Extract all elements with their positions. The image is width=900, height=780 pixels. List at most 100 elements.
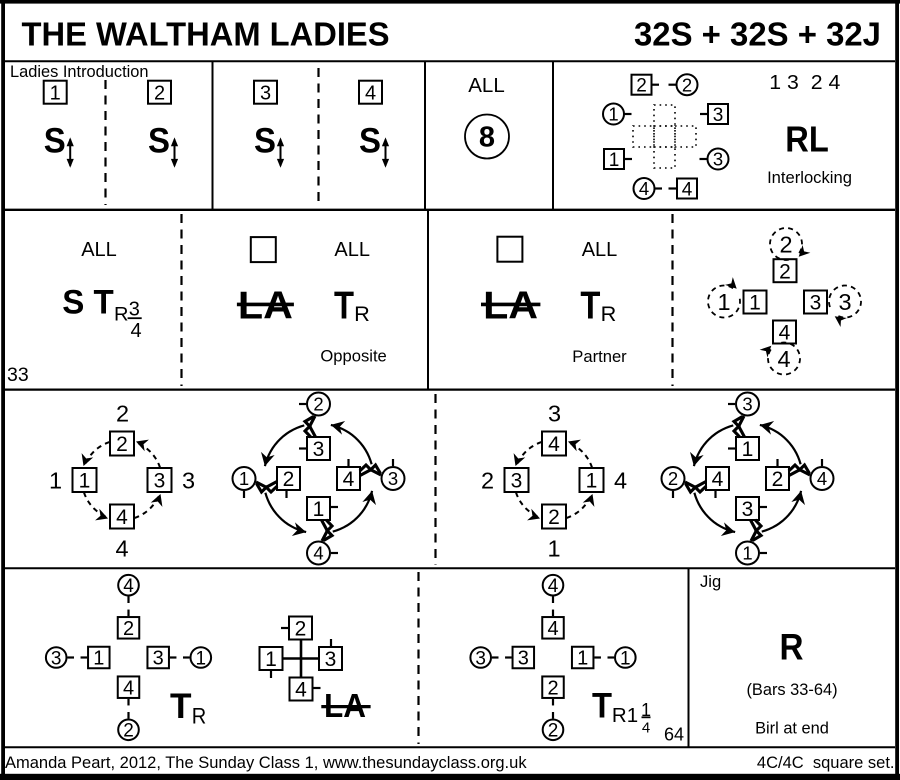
svg-text:4: 4: [548, 433, 560, 456]
svg-text:4: 4: [123, 677, 134, 699]
svg-text:64: 64: [664, 725, 684, 745]
svg-text:4: 4: [115, 536, 128, 562]
svg-text:4: 4: [343, 468, 355, 491]
svg-text:ALL: ALL: [582, 239, 618, 261]
svg-text:2: 2: [682, 74, 692, 95]
svg-text:3: 3: [153, 648, 164, 670]
svg-text:1: 1: [586, 470, 598, 493]
svg-text:3: 3: [313, 438, 325, 461]
svg-text:4: 4: [123, 576, 134, 597]
svg-text:4: 4: [365, 82, 376, 104]
svg-text:2: 2: [123, 721, 134, 742]
svg-text:3: 3: [325, 648, 337, 671]
svg-text:3: 3: [713, 149, 723, 170]
svg-text:1: 1: [742, 543, 752, 564]
svg-text:R: R: [780, 627, 804, 668]
svg-text:2: 2: [116, 433, 128, 456]
svg-text:3: 3: [182, 468, 195, 494]
svg-text:R1: R1: [612, 704, 638, 727]
svg-text:1: 1: [641, 700, 651, 720]
svg-text:2: 2: [779, 232, 792, 258]
svg-text:3: 3: [548, 401, 561, 427]
svg-text:4: 4: [313, 543, 323, 564]
svg-text:3: 3: [742, 394, 752, 415]
svg-text:3: 3: [388, 468, 398, 489]
svg-text:1 3 2 4: 1 3 2 4: [769, 71, 840, 94]
svg-text:3: 3: [51, 648, 62, 669]
svg-text:2: 2: [548, 506, 560, 529]
svg-text:Partner: Partner: [572, 347, 627, 366]
svg-text:R: R: [354, 302, 370, 326]
svg-text:1: 1: [49, 468, 62, 494]
svg-text:4: 4: [817, 468, 827, 489]
svg-text:3: 3: [838, 289, 851, 315]
svg-text:2: 2: [668, 468, 678, 489]
svg-text:3: 3: [810, 292, 822, 315]
svg-text:4C/4C square set.: 4C/4C square set.: [757, 754, 895, 772]
svg-text:2: 2: [154, 82, 165, 104]
svg-text:2: 2: [295, 618, 307, 641]
svg-text:4: 4: [295, 679, 307, 702]
svg-text:3: 3: [742, 498, 754, 521]
svg-text:2: 2: [772, 468, 784, 491]
svg-text:4: 4: [777, 346, 790, 372]
svg-text:Amanda Peart, 2012, The Sunday: Amanda Peart, 2012, The Sunday Class 1, …: [5, 754, 527, 772]
svg-text:R: R: [601, 302, 617, 326]
svg-text:4: 4: [779, 322, 791, 345]
svg-text:1: 1: [547, 536, 560, 562]
svg-text:Interlocking: Interlocking: [767, 168, 852, 187]
svg-text:2: 2: [481, 468, 494, 494]
svg-text:4: 4: [548, 576, 559, 597]
svg-text:Opposite: Opposite: [320, 346, 386, 365]
svg-text:3: 3: [518, 648, 529, 670]
svg-text:2: 2: [547, 677, 558, 699]
svg-text:1: 1: [265, 648, 277, 671]
svg-text:T: T: [580, 284, 600, 327]
svg-text:4: 4: [547, 618, 558, 640]
svg-text:8: 8: [479, 122, 495, 154]
svg-text:4: 4: [614, 468, 627, 494]
svg-text:THE WALTHAM LADIES: THE WALTHAM LADIES: [22, 16, 390, 53]
svg-text:1: 1: [313, 498, 325, 521]
svg-text:4: 4: [639, 178, 649, 199]
svg-text:3: 3: [511, 470, 523, 493]
svg-text:1: 1: [609, 150, 620, 171]
svg-text:ALL: ALL: [81, 239, 117, 261]
svg-text:4: 4: [130, 320, 141, 342]
svg-text:S: S: [44, 121, 66, 160]
svg-text:Ladies Introduction: Ladies Introduction: [10, 63, 149, 81]
svg-text:4: 4: [682, 179, 693, 200]
svg-text:1: 1: [577, 648, 588, 670]
svg-text:2: 2: [123, 618, 134, 640]
svg-text:1: 1: [620, 648, 631, 669]
svg-text:T: T: [592, 687, 612, 726]
svg-text:4: 4: [116, 506, 128, 529]
svg-text:3: 3: [260, 82, 271, 104]
svg-text:R: R: [192, 704, 207, 729]
svg-text:Jig: Jig: [700, 572, 721, 591]
svg-text:2: 2: [548, 721, 559, 742]
svg-text:2: 2: [636, 76, 647, 97]
svg-text:32S + 32S + 32J: 32S + 32S + 32J: [634, 16, 881, 53]
svg-text:R: R: [114, 304, 129, 325]
svg-text:3: 3: [713, 105, 724, 126]
svg-text:T: T: [334, 284, 354, 327]
svg-text:1: 1: [239, 468, 249, 489]
svg-text:2: 2: [313, 394, 323, 415]
svg-text:1: 1: [608, 104, 618, 125]
svg-text:4: 4: [642, 720, 650, 737]
svg-text:1: 1: [717, 289, 730, 315]
svg-text:1: 1: [749, 292, 761, 315]
svg-text:1: 1: [50, 82, 61, 104]
svg-text:4: 4: [712, 468, 724, 491]
svg-text:3: 3: [129, 299, 140, 321]
svg-text:2: 2: [779, 260, 791, 283]
svg-text:33: 33: [7, 364, 29, 386]
svg-text:S T: S T: [62, 284, 114, 322]
svg-text:ALL: ALL: [334, 239, 370, 261]
svg-text:(Bars 33-64): (Bars 33-64): [746, 681, 837, 699]
svg-text:3: 3: [475, 648, 486, 669]
svg-text:S: S: [148, 121, 170, 160]
svg-text:S: S: [359, 121, 381, 160]
svg-text:1: 1: [93, 648, 104, 670]
